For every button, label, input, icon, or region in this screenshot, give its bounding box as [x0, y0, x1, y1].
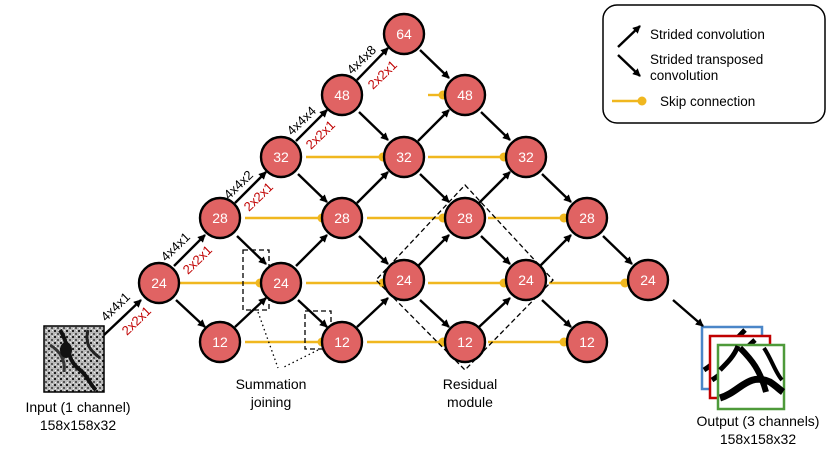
- output-images: [700, 325, 786, 411]
- stride-label: 2x2x1: [365, 57, 400, 92]
- transposed-conv-arrow: [358, 235, 389, 265]
- node-label: 24: [518, 272, 534, 288]
- output-caption-line1: Output (3 channels): [697, 413, 820, 429]
- captions: Input (1 channel) 158x158x32 Output (3 c…: [25, 376, 819, 447]
- strided-conv-arrow: [356, 47, 389, 81]
- strided-conv-arrow: [356, 297, 389, 328]
- input-image: [43, 325, 105, 393]
- node-label: 64: [396, 26, 412, 42]
- legend-strided-icon: [617, 25, 641, 48]
- transposed-conv-arrow: [602, 235, 633, 265]
- feature-node: 24: [504, 258, 548, 302]
- feature-node: 24: [137, 261, 181, 305]
- node-label: 12: [457, 334, 473, 350]
- output-caption-line2: 158x158x32: [720, 431, 797, 447]
- feature-node: 28: [565, 196, 609, 240]
- feature-node: 32: [504, 135, 548, 179]
- feature-node: 28: [443, 196, 487, 240]
- node-label: 48: [334, 87, 350, 103]
- strided-conv-arrow: [539, 234, 572, 267]
- node-label: 28: [579, 210, 595, 226]
- node-label: 12: [212, 334, 228, 350]
- legend-transposed-icon: [617, 54, 641, 77]
- strided-conv-arrow: [356, 171, 389, 204]
- summation-pointer: [257, 311, 279, 369]
- strided-conv-arrow: [103, 299, 142, 336]
- feature-node: 32: [382, 135, 426, 179]
- feature-node: 32: [259, 135, 303, 179]
- transposed-conv-arrow: [480, 111, 511, 141]
- transposed-conv-arrow: [541, 173, 572, 203]
- transposed-conv-arrow: [419, 49, 450, 79]
- node-label: 32: [273, 149, 289, 165]
- feature-node: 24: [382, 258, 426, 302]
- node-label: 12: [334, 334, 350, 350]
- input-caption-line2: 158x158x32: [40, 417, 117, 433]
- strided-conv-arrow: [234, 297, 267, 328]
- legend-transposed-label-2: convolution: [650, 68, 718, 83]
- feature-node: 64: [382, 12, 426, 56]
- feature-node: 12: [320, 320, 364, 364]
- feature-node: 12: [443, 320, 487, 364]
- node-label: 24: [396, 272, 412, 288]
- residual-module-box: [375, 184, 554, 371]
- strided-conv-arrow: [478, 171, 511, 204]
- strided-conv-arrow: [417, 109, 450, 142]
- strided-conv-arrow: [417, 234, 450, 267]
- node-label: 48: [457, 87, 473, 103]
- feature-node: 12: [198, 320, 242, 364]
- input-caption-line1: Input (1 channel): [25, 399, 130, 415]
- output-arrow: [672, 299, 704, 327]
- legend-transposed-label-1: Strided transposed: [650, 52, 763, 67]
- summation-caption-line2: joining: [250, 394, 291, 410]
- node-label: 28: [334, 210, 350, 226]
- feature-node: 24: [626, 258, 670, 302]
- feature-node: 48: [443, 73, 487, 117]
- legend: Strided convolution Strided transposed c…: [602, 4, 826, 124]
- transposed-conv-arrow: [419, 173, 450, 203]
- node-label: 32: [518, 149, 534, 165]
- feature-node: 24: [259, 261, 303, 305]
- node-label: 24: [640, 272, 656, 288]
- feature-node: 28: [198, 196, 242, 240]
- node-label: 12: [579, 334, 595, 350]
- strided-conv-arrow: [295, 234, 328, 267]
- feature-node: 12: [565, 320, 609, 364]
- node-label: 28: [457, 210, 473, 226]
- strided-conv-arrow: [234, 171, 267, 204]
- legend-skip-dot: [637, 96, 647, 106]
- nodes: 24 28 32 48 64 12 24 28 32 48 12 24 28 3…: [137, 12, 670, 364]
- transposed-conv-arrow: [419, 299, 450, 328]
- transposed-conv-arrow: [297, 173, 328, 203]
- node-label: 28: [212, 210, 228, 226]
- feature-node: 48: [320, 73, 364, 117]
- transposed-conv-arrow: [297, 299, 328, 328]
- residual-caption-line1: Residual: [443, 376, 497, 392]
- summation-pointer: [281, 349, 319, 369]
- transposed-conv-arrow: [175, 299, 206, 328]
- strided-conv-arrow: [295, 109, 328, 142]
- residual-caption-line2: module: [447, 394, 493, 410]
- summation-caption-line1: Summation: [236, 376, 307, 392]
- legend-strided-label: Strided convolution: [650, 27, 765, 42]
- legend-box: [602, 4, 826, 124]
- node-label: 24: [273, 275, 289, 291]
- node-label: 32: [396, 149, 412, 165]
- transposed-conv-arrow: [541, 299, 572, 328]
- transposed-conv-arrow: [358, 111, 389, 141]
- conv-edges: [103, 47, 704, 336]
- transposed-conv-arrow: [480, 235, 511, 265]
- skip-connections: [180, 90, 630, 347]
- legend-skip-label: Skip connection: [660, 94, 755, 109]
- strided-conv-arrow: [478, 297, 511, 328]
- feature-node: 28: [320, 196, 364, 240]
- node-label: 24: [151, 275, 167, 291]
- strided-conv-arrow: [173, 234, 206, 267]
